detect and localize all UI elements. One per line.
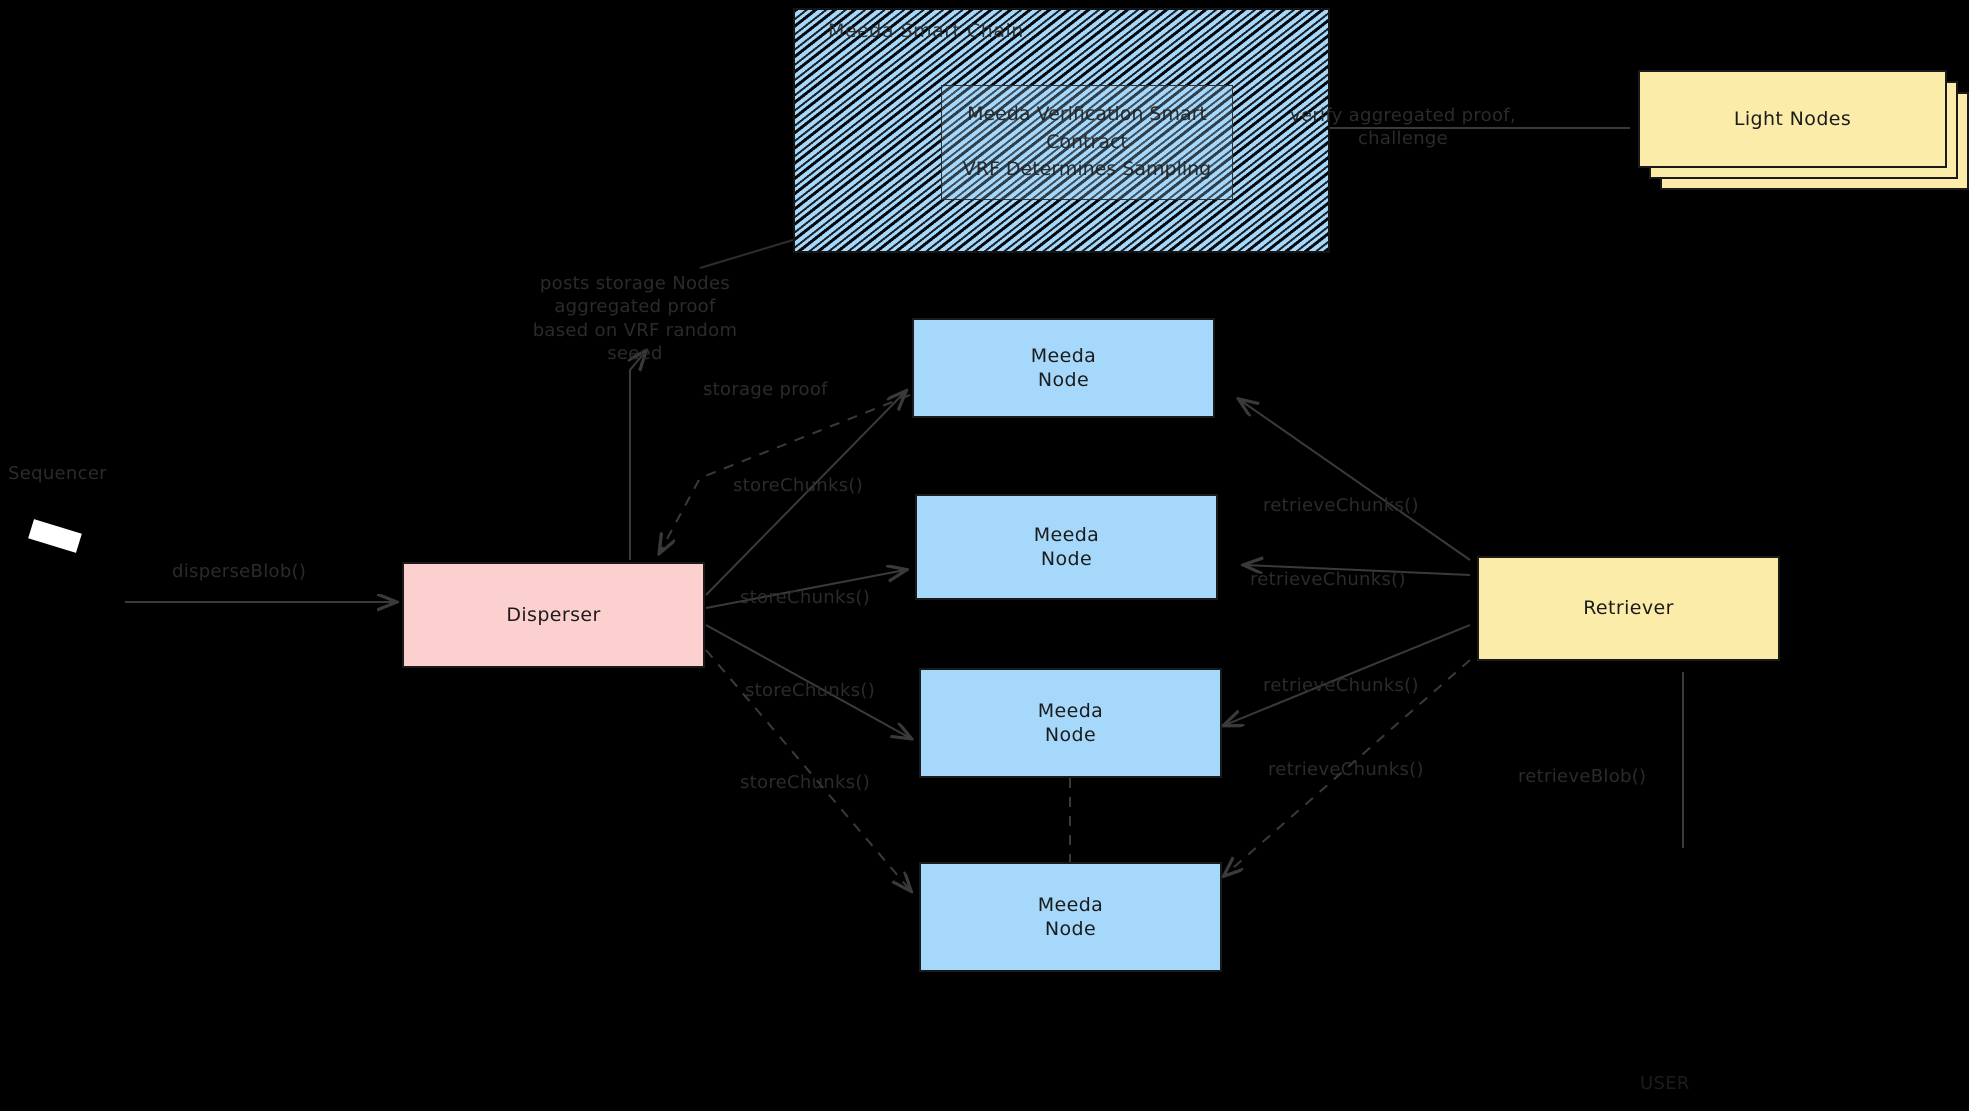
edge-label-verify-aggregated-proof: verify aggregated proof, challenge xyxy=(1290,105,1516,150)
contract-line-3: VRF Determines Sampling xyxy=(962,158,1212,181)
edge-label-retrieve-chunks-4: retrieveChunks() xyxy=(1268,759,1424,780)
meeda-verification-smart-contract-box[interactable]: Meeda Verification Smart Contract VRF De… xyxy=(941,85,1233,200)
light-nodes-stack[interactable]: Light Nodes xyxy=(1638,70,1969,190)
contract-line-1: Meeda Verification Smart xyxy=(967,103,1207,126)
meeda-smart-chain-title: Meeda Smart Chain xyxy=(828,20,1024,42)
user-label: USER xyxy=(1640,1073,1690,1094)
edge-label-retrieve-chunks-1: retrieveChunks() xyxy=(1263,495,1419,516)
edge-label-posts-storage-proof: posts storage Nodes aggregated proof bas… xyxy=(532,273,738,365)
meeda-smart-chain-box[interactable] xyxy=(793,8,1330,253)
contract-line-2: Contract xyxy=(1046,130,1128,153)
light-nodes-box[interactable]: Light Nodes xyxy=(1638,70,1947,168)
edge-label-retrieve-blob: retrieveBlob() xyxy=(1518,766,1647,787)
disperser-box[interactable]: Disperser xyxy=(402,562,705,668)
edge-label-disperse-blob: disperseBlob() xyxy=(172,561,307,582)
edge-label-store-chunks-3: storeChunks() xyxy=(745,680,876,701)
sequencer-label: Sequencer xyxy=(8,463,107,484)
edge-label-store-chunks-1: storeChunks() xyxy=(733,475,864,496)
edge-label-retrieve-chunks-3: retrieveChunks() xyxy=(1263,675,1419,696)
edge-label-storage-proof: storage proof xyxy=(703,379,828,400)
retriever-box[interactable]: Retriever xyxy=(1477,556,1780,661)
edge-label-store-chunks-2: storeChunks() xyxy=(740,587,871,608)
sequencer-mark xyxy=(28,519,82,553)
edge-label-retrieve-chunks-2: retrieveChunks() xyxy=(1250,569,1406,590)
edge-label-store-chunks-4: storeChunks() xyxy=(740,772,871,793)
